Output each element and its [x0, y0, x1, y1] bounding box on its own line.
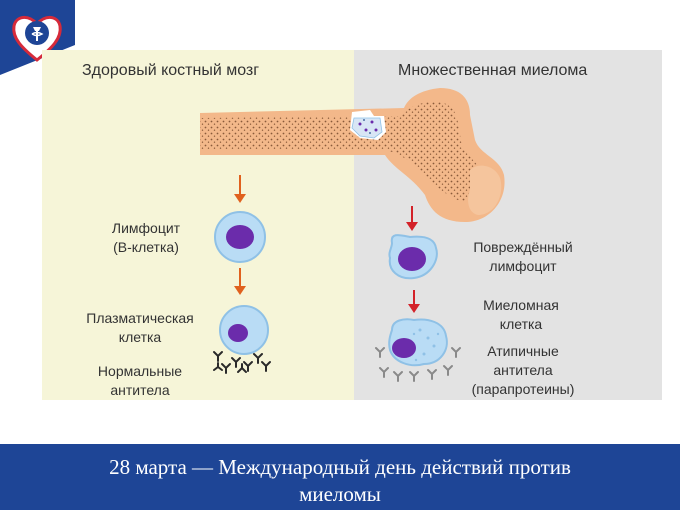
bone-lesion: [350, 110, 386, 140]
healthy-panel-title: Здоровый костный мозг: [82, 62, 260, 79]
heart-logo-icon: [12, 16, 62, 62]
normal-antibodies: [213, 351, 271, 374]
myeloma-panel-title: Множественная миелома: [398, 62, 588, 79]
plasma-cell: [219, 305, 269, 355]
myeloma-cell-label: Миеломная клетка: [483, 297, 559, 332]
arrow-myeloma-2: [408, 290, 420, 313]
footer-line-1: 28 марта — Международный день действий п…: [109, 455, 571, 479]
footer-banner: 28 марта — Международный день действий п…: [0, 444, 680, 510]
myeloma-diagram: Здоровый костный мозг Множественная миел…: [42, 50, 662, 400]
lymphocyte-cell: [214, 211, 266, 263]
damaged-lymphocyte-cell: [388, 234, 438, 280]
damaged-lymphocyte-label: Повреждённый лимфоцит: [473, 239, 573, 274]
arrow-healthy-2: [234, 268, 246, 295]
healthy-panel-bg: [42, 50, 354, 400]
lymphocyte-label: Лимфоцит (В-клетка): [111, 220, 181, 255]
arrow-myeloma-1: [406, 206, 418, 231]
arrow-healthy-1: [234, 175, 246, 203]
bone-illustration: [200, 88, 505, 222]
plasma-cell-label: Плазматическая клетка: [86, 310, 194, 345]
normal-antibodies-label: Нормальные антитела: [97, 363, 183, 398]
logo: [0, 0, 75, 75]
atypical-antibodies-label: Атипичные антитела (парапротеины): [471, 343, 575, 397]
myeloma-cell: [388, 318, 448, 367]
footer-line-2: миеломы: [299, 482, 381, 506]
atypical-antibodies: [375, 347, 461, 382]
